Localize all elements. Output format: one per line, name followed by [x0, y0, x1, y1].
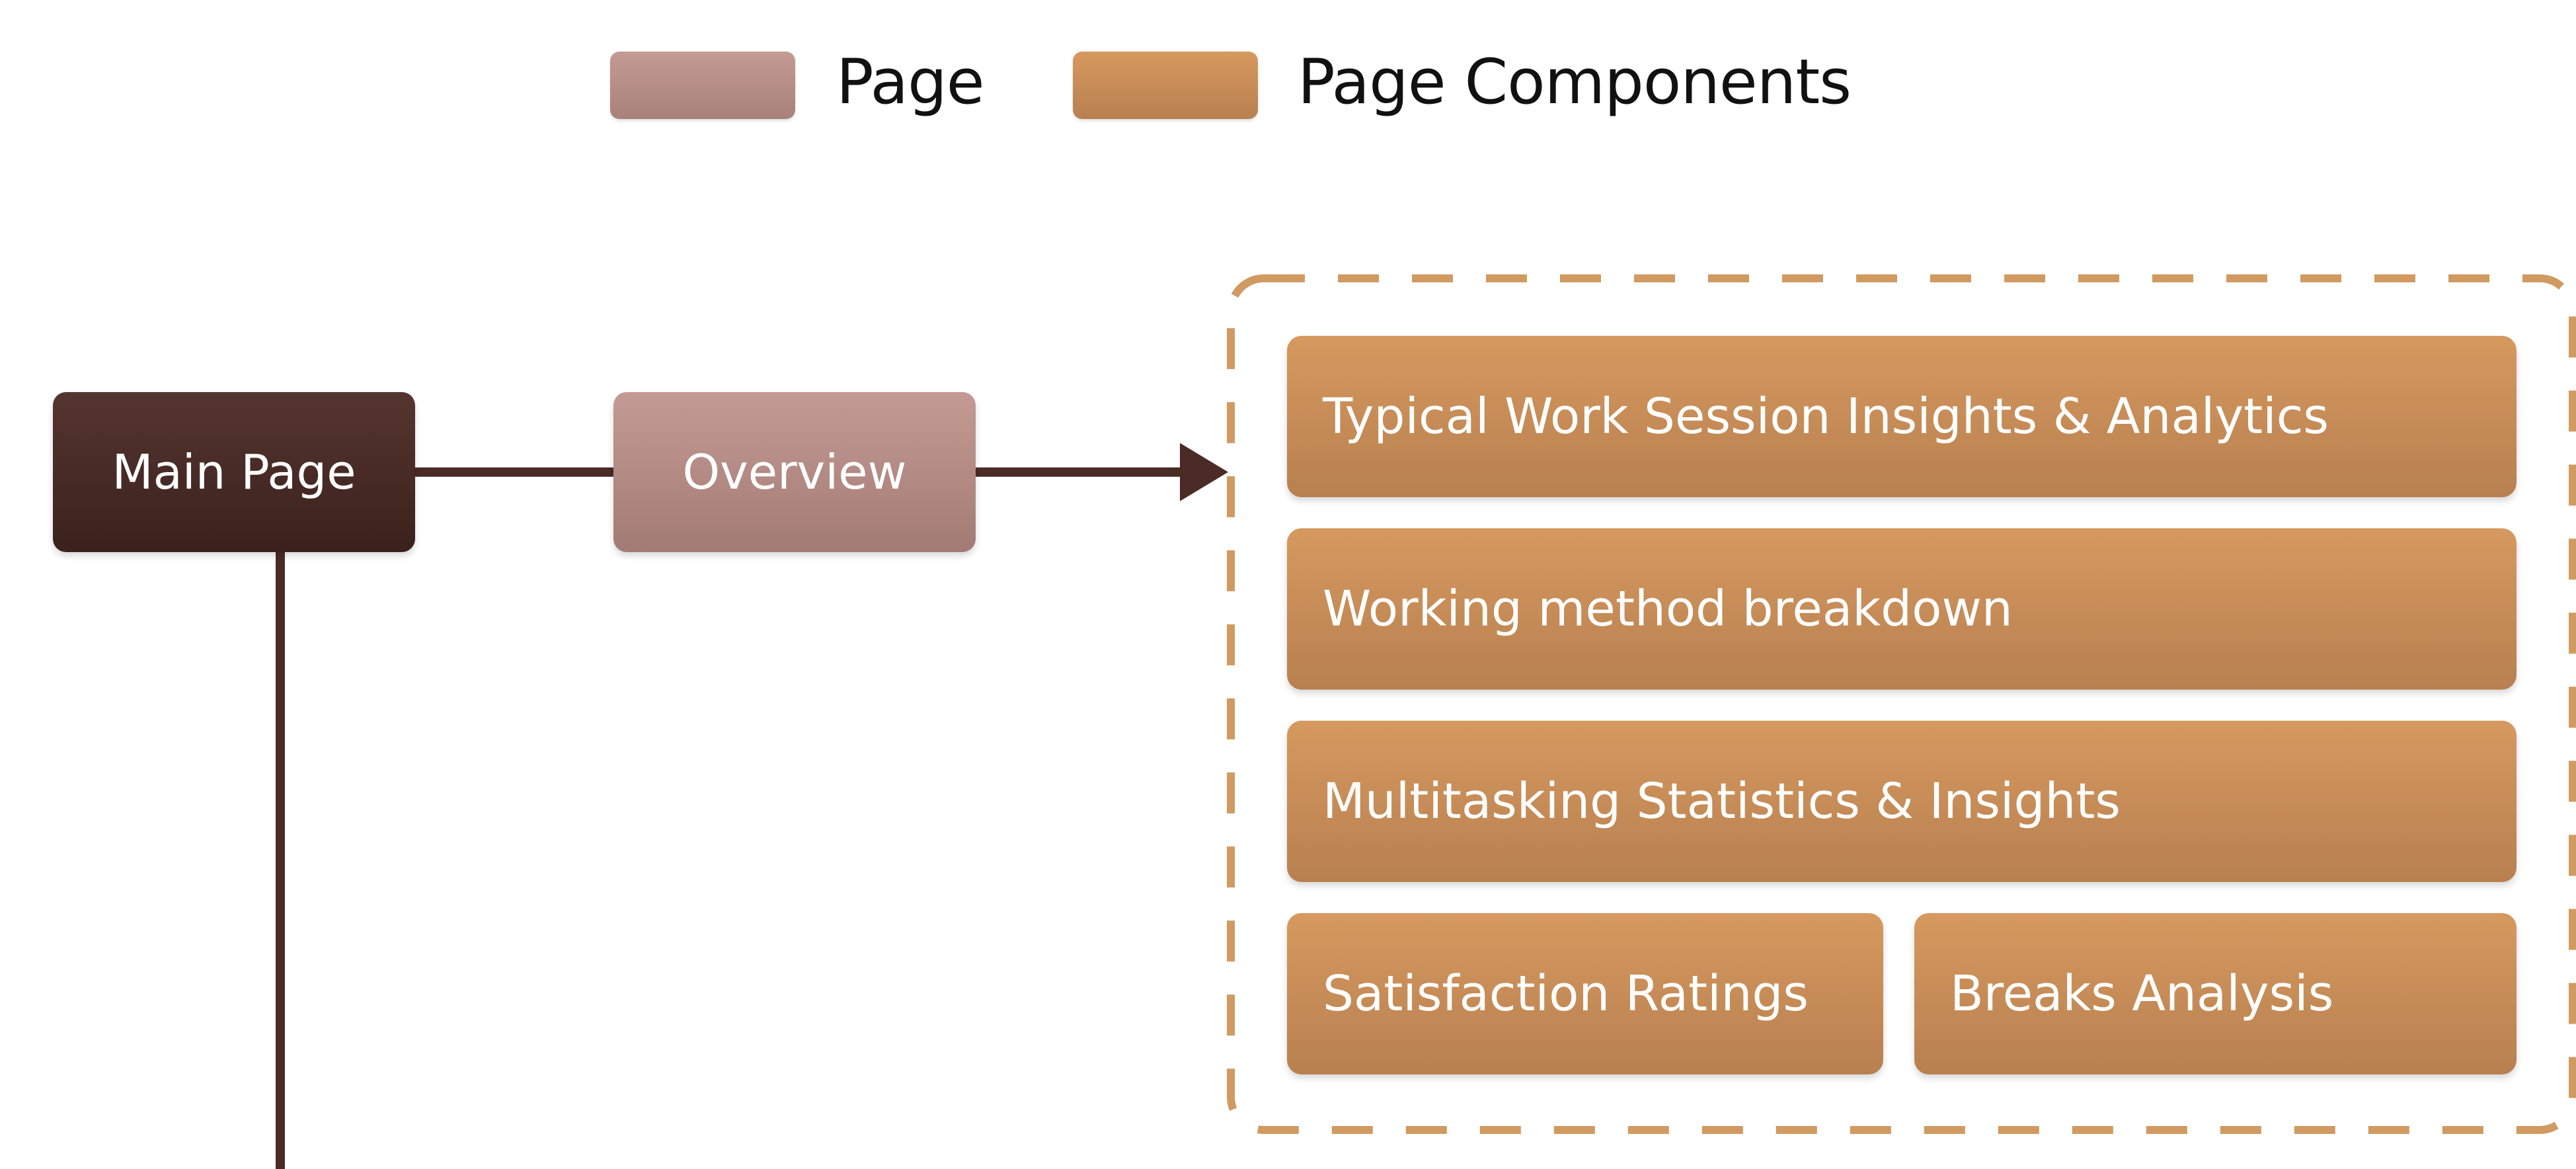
components-group-border [1227, 274, 2576, 1134]
legend-components-label: Page Components [1298, 46, 1852, 118]
arrow-head-icon [1180, 443, 1228, 501]
component-satisfaction-ratings[interactable]: Satisfaction Ratings [1287, 913, 1883, 1074]
legend-page-swatch [610, 52, 795, 119]
component-multitasking-statistics[interactable]: Multitasking Statistics & Insights [1287, 721, 2517, 882]
main-page-node[interactable]: Main Page [53, 392, 415, 552]
component-breaks-analysis[interactable]: Breaks Analysis [1914, 913, 2517, 1074]
component-working-method-breakdown[interactable]: Working method breakdown [1287, 528, 2517, 690]
legend-components-swatch [1073, 52, 1258, 119]
overview-node[interactable]: Overview [613, 392, 976, 552]
legend-page-label: Page [836, 46, 985, 118]
component-work-session-insights[interactable]: Typical Work Session Insights & Analytic… [1287, 336, 2517, 497]
